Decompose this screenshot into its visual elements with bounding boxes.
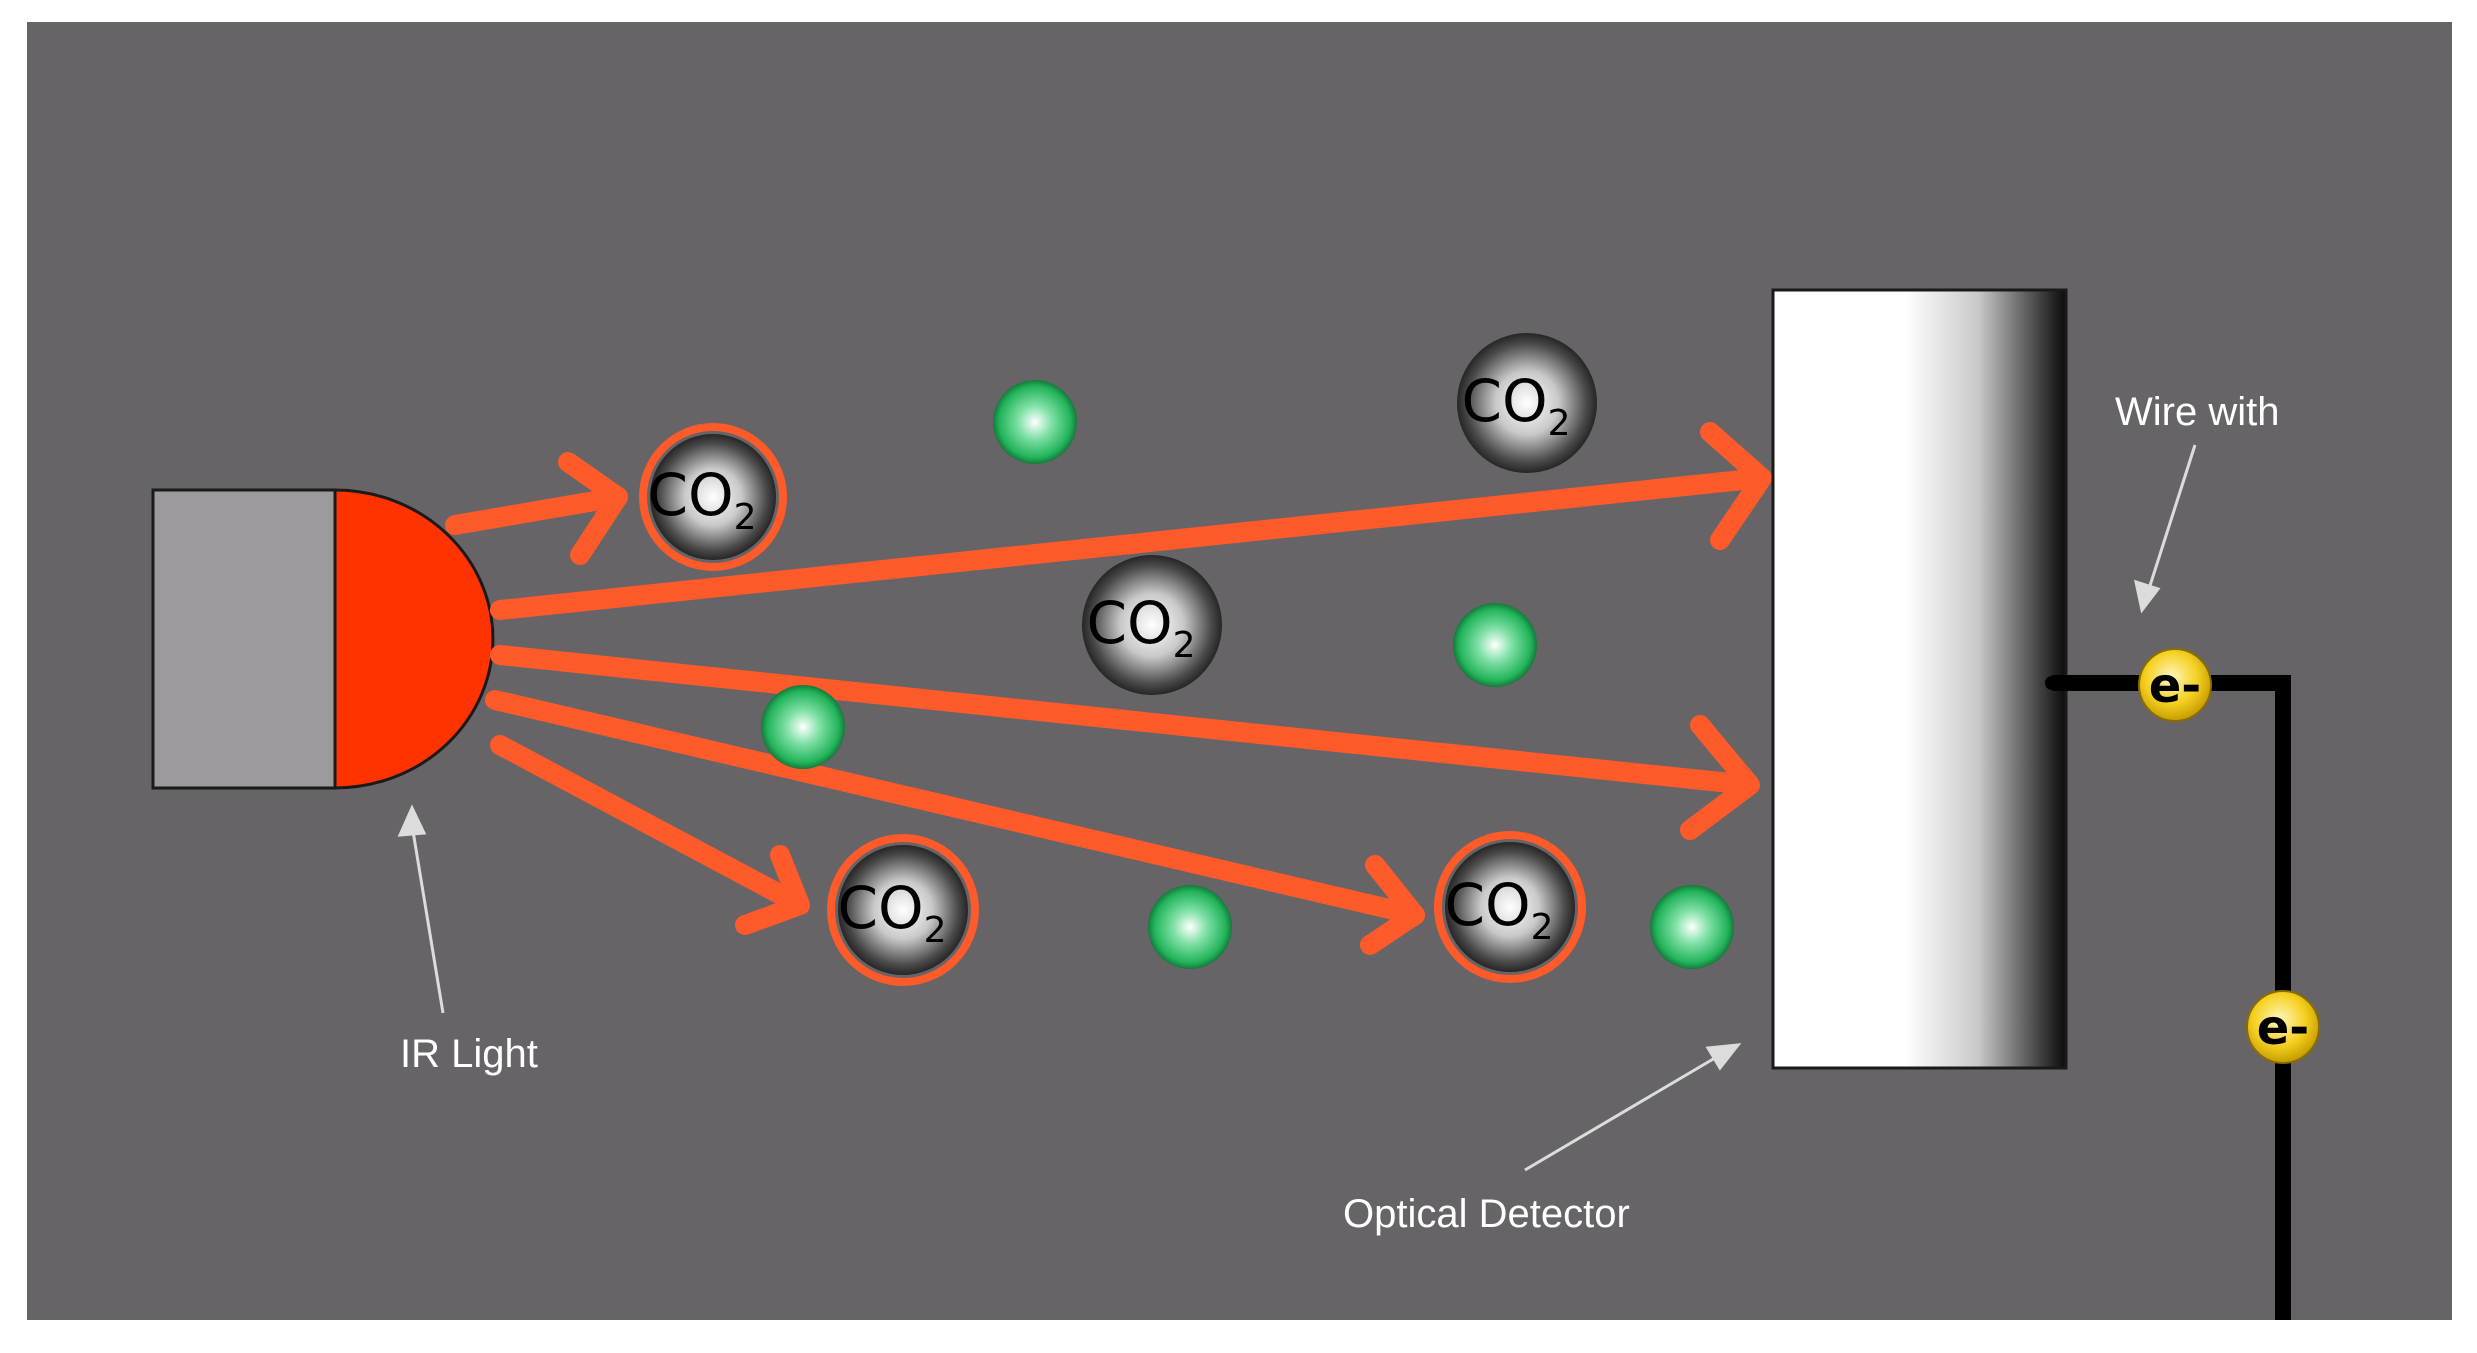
svg-text:e-: e-	[2257, 1000, 2309, 1056]
ir-lamp	[151, 488, 495, 790]
green-molecules	[761, 380, 1734, 969]
svg-text:CO2: CO2	[1461, 367, 1570, 444]
co2-molecule-absorbing-1: CO2	[639, 423, 787, 571]
ray-5-arrowhead	[735, 845, 810, 935]
optical-detector	[1771, 288, 2068, 1070]
co2-molecule-absorbing-3: CO2	[1434, 831, 1586, 983]
optical-detector-label: Optical Detector	[1343, 1192, 1630, 1236]
green-molecule	[1650, 885, 1734, 969]
ray-4	[485, 690, 1425, 925]
ray-2-arrowhead	[1700, 422, 1772, 550]
svg-text:CO2: CO2	[647, 461, 756, 538]
lamp-base	[151, 488, 337, 790]
svg-text:CO2: CO2	[1444, 871, 1553, 948]
pointer-arrows	[397, 444, 2197, 1172]
wire-with-label: Wire with	[2115, 390, 2279, 434]
electron-1: e-	[2138, 648, 2212, 722]
ir-rays	[445, 422, 1772, 955]
electron-2: e-	[2246, 990, 2320, 1064]
ray-2	[490, 468, 1772, 620]
co2-molecule-absorbing-2: CO2	[827, 834, 979, 986]
ray-5	[490, 735, 810, 915]
wire	[2045, 675, 2291, 1320]
ray-3	[490, 645, 1760, 795]
ir-light-label: IR Light	[400, 1032, 538, 1076]
co2-molecule-2: CO2	[1082, 555, 1222, 695]
lamp-dome	[333, 488, 495, 790]
co2-molecule-1: CO2	[1457, 333, 1597, 473]
green-molecule	[761, 685, 845, 769]
svg-text:CO2: CO2	[1086, 589, 1195, 666]
ray-1-arrowhead	[558, 452, 628, 565]
ray-4-arrowhead	[1360, 855, 1425, 955]
ray-1	[445, 487, 628, 535]
green-molecule	[1148, 885, 1232, 969]
svg-text:CO2: CO2	[837, 874, 946, 951]
green-molecule	[993, 380, 1077, 464]
svg-text:e-: e-	[2149, 658, 2201, 714]
green-molecule	[1453, 603, 1537, 687]
ray-3-arrowhead	[1680, 715, 1760, 840]
